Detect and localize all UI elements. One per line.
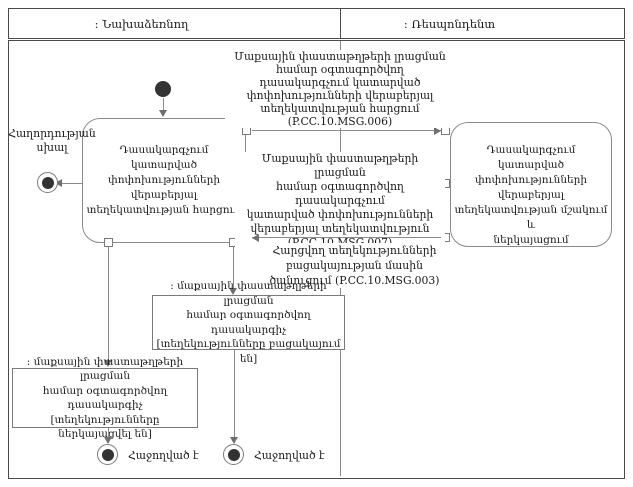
success-label-right: Հաջողված է (254, 449, 325, 462)
final-node-dot (101, 448, 114, 461)
msg006-flow-line (252, 130, 441, 131)
msg003-arrowhead-icon (252, 234, 259, 242)
msg003-flow-line (252, 237, 441, 238)
flow-to-object-missing-arrowhead-icon (229, 288, 237, 295)
final-node-success-right (223, 444, 244, 465)
initial-node-icon (155, 81, 171, 97)
flow-comm-error-arrowhead-icon (55, 179, 62, 187)
flow-start-line (163, 98, 164, 111)
flow-to-object-missing-line (233, 247, 234, 289)
object-node-presented: : մաքսային փաստաթղթերի լրացման համար օգտ… (12, 356, 198, 440)
lane-header-respondent: : Ռեսպոնդենտ (403, 16, 496, 31)
object-node-missing: : մաքսային փաստաթղթերի լրացման համար օգտ… (152, 280, 345, 365)
comm-error-label: Հաղորդության սխալ (8, 127, 96, 154)
pin (104, 238, 113, 247)
final-node-success-left (97, 444, 118, 465)
lane-header-initiator: : Նախաձեռնող (9, 9, 341, 38)
flow-presented-to-final-arrowhead-icon (104, 437, 112, 444)
flow-presented-to-final-line (108, 428, 109, 438)
final-node-comm-error (37, 172, 58, 193)
flow-start-arrowhead-icon (159, 110, 167, 117)
msg006-arrowhead-icon (434, 127, 441, 135)
flow-comm-error-line (62, 183, 82, 184)
lane-header-row: : Նախաձեռնող : Ռեսպոնդենտ (8, 8, 625, 39)
flow-to-object-presented-arrowhead-icon (104, 360, 112, 367)
flow-missing-to-final-line (234, 350, 235, 438)
diagram-body-frame (8, 40, 625, 479)
msg006-label: Մաքսային փաստաթղթերի լրացման համար օգտագ… (225, 50, 455, 128)
msg003-label: Հարցվող տեղեկությունների բացակայության մ… (252, 243, 457, 288)
final-node-dot (41, 176, 54, 189)
flow-to-object-presented-line (108, 247, 109, 360)
final-node-dot (227, 448, 240, 461)
flow-missing-to-final-arrowhead-icon (230, 437, 238, 444)
success-label-left: Հաջողված է (128, 449, 199, 462)
activity-request-info: Դասակարգչում կատարված փոփոխությունների վ… (82, 118, 246, 243)
activity-process-info: Դասակարգչում կատարված փոփոխությունների վ… (450, 122, 612, 247)
msg007-label: Մաքսային փաստաթղթերի լրացման համար օգտագ… (235, 152, 445, 250)
